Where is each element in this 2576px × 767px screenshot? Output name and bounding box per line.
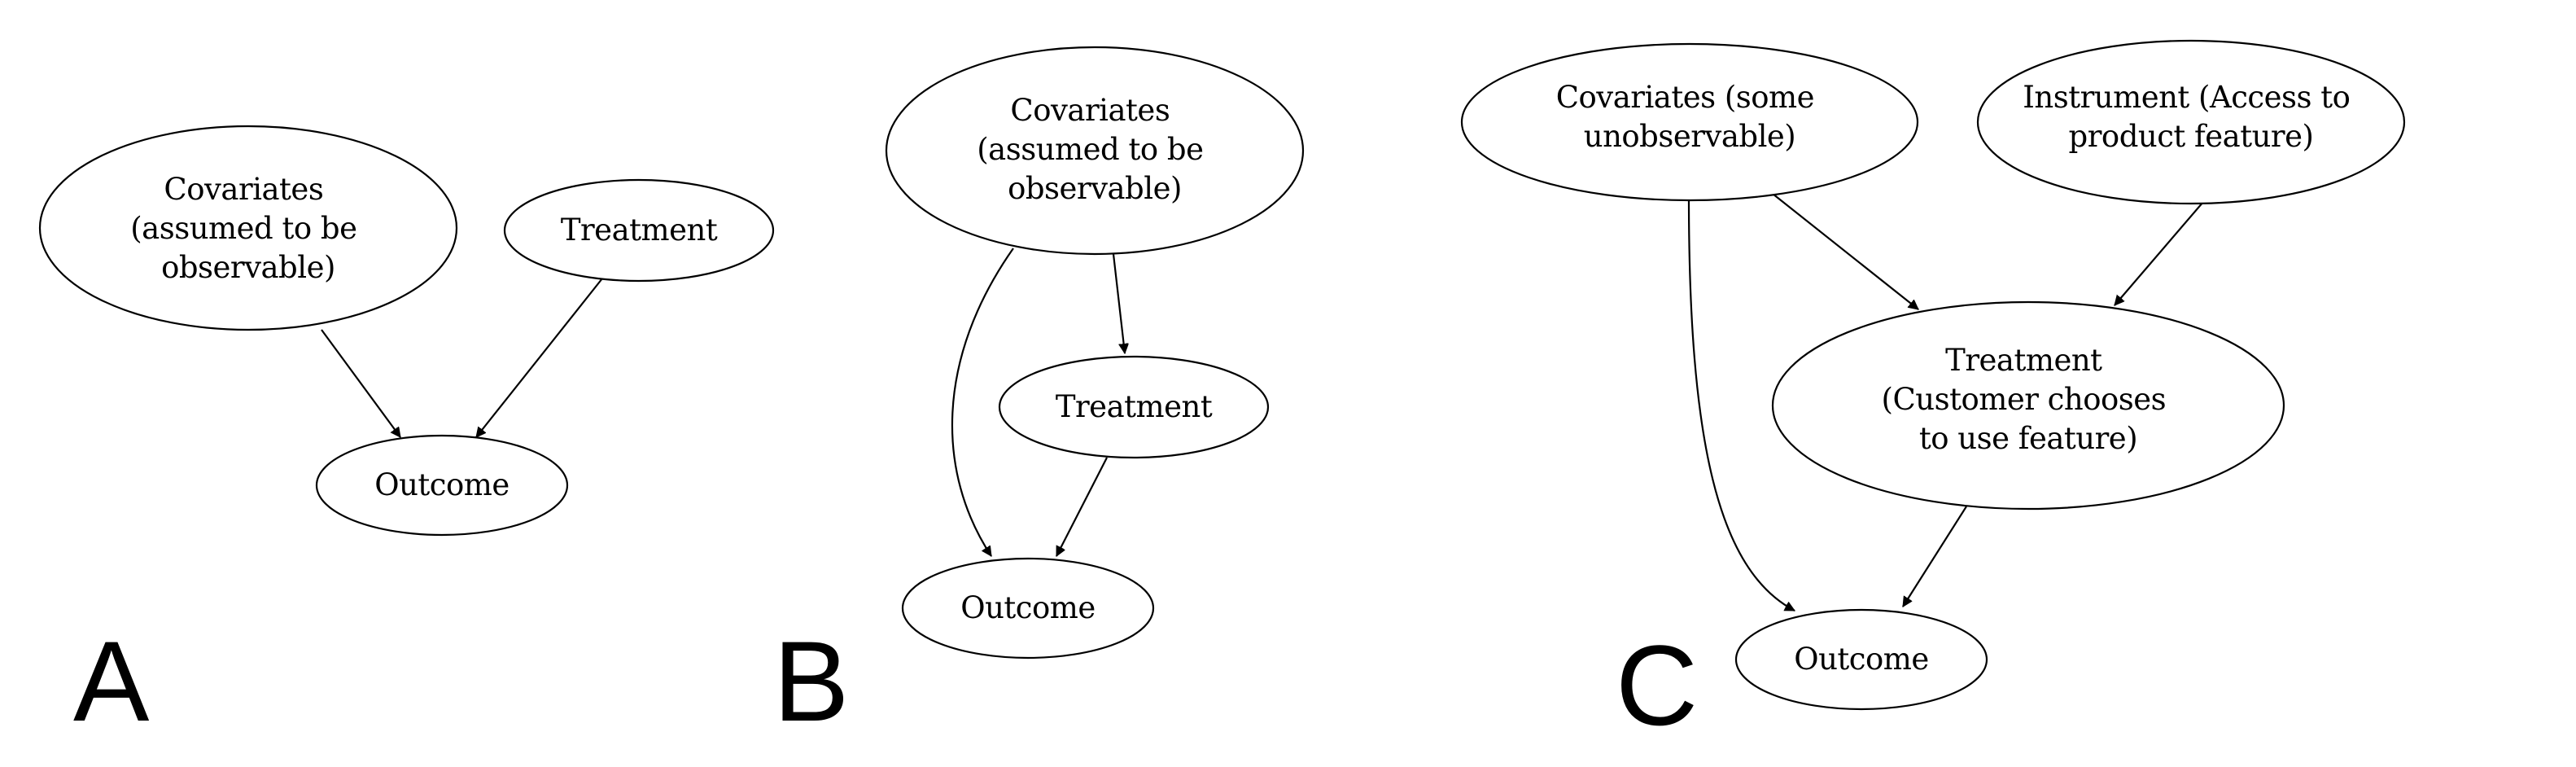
node-outcome: Outcome — [1734, 608, 1988, 711]
panel-b: Covariates (assumed to be observable) Tr… — [773, 46, 1305, 745]
edge-covariates-to-outcome — [951, 248, 1014, 556]
node-label-line: Outcome — [374, 467, 510, 502]
svg-text:Outcome: Outcome — [960, 590, 1096, 625]
node-label-line: product feature) — [2069, 119, 2314, 154]
node-label-line: Outcome — [1794, 642, 1929, 677]
edge-treatment-to-outcome — [1056, 457, 1108, 556]
node-treatment: Treatment — [503, 178, 775, 283]
node-label-line: to use feature) — [1919, 421, 2137, 456]
node-label-line: unobservable) — [1584, 119, 1796, 154]
edge-treatment-to-outcome — [475, 278, 603, 437]
node-outcome: Outcome — [315, 434, 569, 537]
node-label-line: Covariates (some — [1556, 80, 1814, 115]
node-covariates: Covariates (some unobservable) — [1460, 42, 1919, 202]
node-treatment: Treatment (Customer chooses to use featu… — [1771, 300, 2285, 511]
svg-text:Instrument (Access to: Instrument (Access to product feature) — [2023, 80, 2359, 154]
node-label-line: Instrument (Access to — [2023, 80, 2350, 115]
svg-text:Covariates (some unobs: Covariates (some unobservable) — [1556, 80, 1824, 154]
node-label-line: Outcome — [960, 590, 1096, 625]
svg-text:Covariates (assumed to: Covariates (assumed to be observable) — [130, 172, 365, 285]
edge-instrument-to-treatment — [2114, 201, 2204, 305]
node-label-line: observable) — [161, 250, 335, 285]
svg-text:Treatment (Customer ch: Treatment (Customer chooses to use featu… — [1882, 343, 2176, 456]
node-label-line: Covariates — [1010, 93, 1170, 128]
node-treatment: Treatment — [998, 355, 1270, 459]
panel-letter: B — [773, 617, 849, 745]
node-label-line: (assumed to be — [977, 132, 1203, 167]
svg-text:Outcome: Outcome — [1794, 642, 1929, 677]
edge-covariates-to-outcome — [321, 329, 401, 437]
node-label-line: (Customer chooses — [1882, 382, 2167, 417]
edge-covariates-to-outcome — [1687, 196, 1795, 611]
node-outcome: Outcome — [901, 557, 1155, 660]
node-label-line: Covariates — [164, 172, 323, 207]
node-instrument: Instrument (Access to product feature) — [1976, 39, 2406, 205]
svg-text:Covariates (assumed to: Covariates (assumed to be observable) — [977, 93, 1212, 206]
edge-treatment-to-outcome — [1902, 506, 1967, 607]
node-covariates: Covariates (assumed to be observable) — [38, 125, 458, 331]
svg-text:Treatment: Treatment — [561, 213, 718, 248]
edge-covariates-to-treatment — [1772, 193, 1918, 310]
panel-letter: C — [1616, 621, 1698, 749]
panel-letter: A — [73, 617, 150, 745]
edge-covariates-to-treatment — [1112, 253, 1125, 353]
node-label-line: observable) — [1008, 171, 1182, 206]
node-label-line: Treatment — [1945, 343, 2102, 378]
panel-c: Covariates (some unobservable) Instrumen… — [1460, 39, 2406, 749]
svg-text:Outcome: Outcome — [374, 467, 510, 502]
node-label-line: Treatment — [1056, 389, 1213, 424]
node-label-line: (assumed to be — [130, 211, 356, 246]
node-covariates: Covariates (assumed to be observable) — [885, 46, 1305, 256]
svg-text:Treatment: Treatment — [1056, 389, 1213, 424]
node-label-line: Treatment — [561, 213, 718, 248]
panel-a: Covariates (assumed to be observable) Tr… — [38, 125, 775, 745]
